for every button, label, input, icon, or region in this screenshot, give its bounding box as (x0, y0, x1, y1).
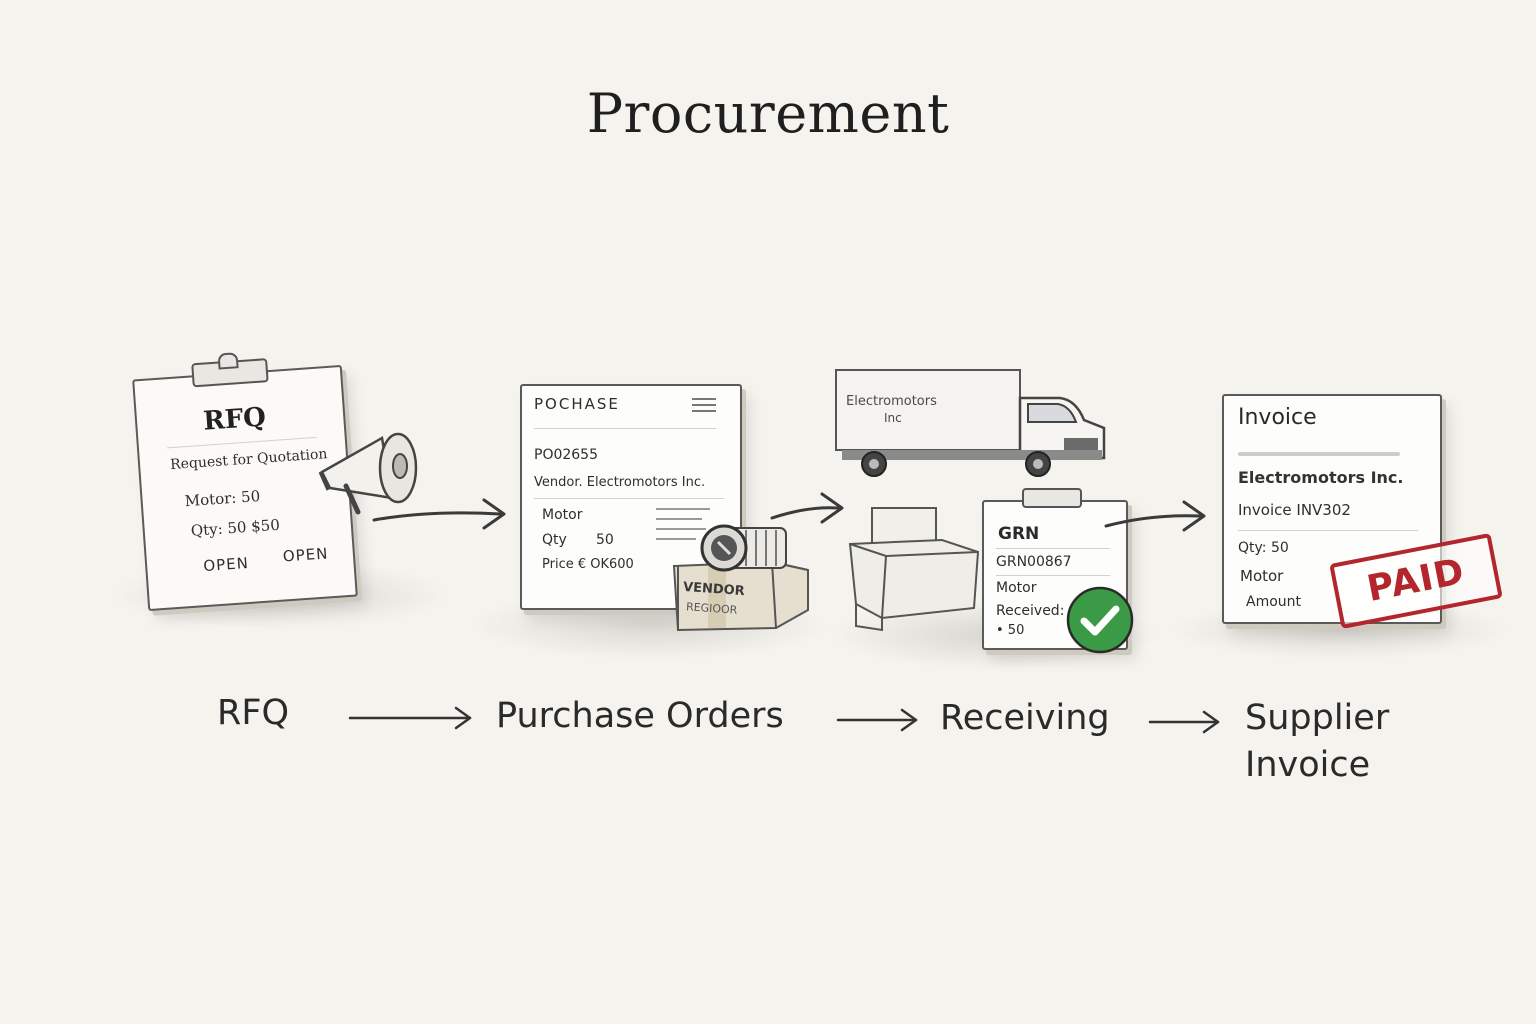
divider (996, 575, 1110, 576)
divider (1238, 530, 1418, 531)
truck-icon (835, 369, 1106, 477)
invoice-item: Motor (1240, 567, 1284, 585)
po-qty-value: 50 (596, 532, 614, 548)
arrow-right-icon (836, 708, 918, 732)
diagram-title: Procurement (586, 82, 950, 145)
motor-icon (700, 524, 787, 572)
arrow-right-icon (348, 706, 472, 730)
grn-item: Motor (996, 580, 1037, 596)
invoice-amount: Amount (1246, 594, 1302, 610)
stage-label-supplier-invoice-line1: Supplier (1245, 698, 1390, 738)
arrow-right-icon (770, 492, 844, 524)
divider (534, 498, 724, 499)
megaphone-icon (318, 432, 418, 515)
stage-label-receiving: Receiving (940, 698, 1110, 738)
po-heading: POCHASE (534, 395, 620, 413)
po-price: Price € OK600 (542, 557, 634, 572)
box-icon (848, 507, 980, 632)
scribble-lines (656, 508, 716, 554)
stage-label-purchase-orders: Purchase Orders (496, 696, 784, 736)
arrow-right-icon (1104, 500, 1206, 532)
rfq-status-right: OPEN (282, 544, 329, 566)
stage-label-rfq: RFQ (217, 693, 289, 733)
clipboard-clip (217, 352, 239, 370)
truck-label-line2: Inc (884, 411, 902, 425)
box-icon (672, 560, 809, 632)
truck-label-line1: Electromotors (846, 394, 937, 409)
po-vendor: Vendor. Electromotors Inc. (534, 475, 706, 490)
invoice-number: Invoice INV302 (1238, 501, 1351, 519)
divider (996, 548, 1110, 549)
clipboard-icon (1022, 488, 1082, 508)
invoice-heading: Invoice (1238, 405, 1317, 430)
grn-received-label: Received: (996, 603, 1065, 619)
check-icon (1066, 586, 1134, 654)
invoice-qty: Qty: 50 (1238, 540, 1289, 556)
po-number: PO02655 (534, 447, 598, 463)
grn-heading: GRN (998, 524, 1040, 544)
divider (534, 428, 716, 429)
stage-label-supplier-invoice-line2: Invoice (1245, 745, 1371, 785)
rfq-heading: RFQ (202, 402, 267, 437)
po-item: Motor (542, 507, 583, 523)
po-qty-label: Qty (542, 532, 567, 548)
menu-icon (692, 398, 716, 412)
divider (1238, 452, 1400, 456)
arrow-right-icon (1148, 710, 1220, 734)
rfq-status-left: OPEN (202, 553, 250, 576)
invoice-vendor: Electromotors Inc. (1238, 468, 1404, 487)
grn-received-value: • 50 (996, 623, 1025, 638)
grn-number: GRN00867 (996, 554, 1072, 570)
arrow-right-icon (372, 498, 506, 530)
